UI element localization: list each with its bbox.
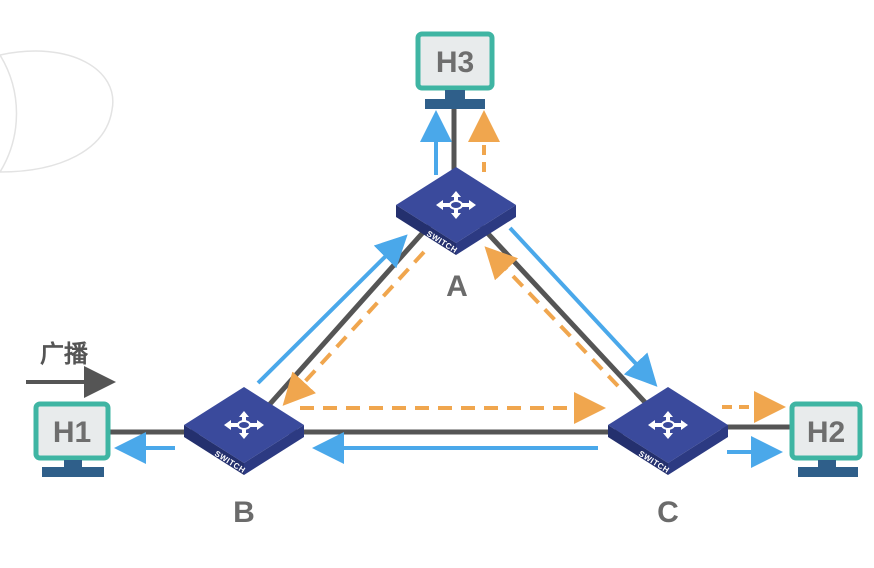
switch-c[interactable]: SWITCH — [608, 387, 728, 475]
host-h1[interactable]: H1 — [33, 401, 111, 477]
arrow-c-to-a-orange — [484, 246, 620, 388]
flood-arrows — [282, 110, 786, 424]
monitor-stand-icon — [445, 90, 465, 100]
decorative-circle — [0, 50, 114, 173]
host-h2[interactable]: H2 — [789, 401, 863, 477]
switch-icon — [184, 387, 304, 463]
switch-b[interactable]: SWITCH — [184, 387, 304, 475]
link-a-b — [243, 208, 445, 434]
host-h3[interactable]: H3 — [415, 31, 495, 109]
forward-arrows — [114, 110, 783, 468]
switch-icon — [396, 167, 516, 243]
arrow-a-to-c-blue — [508, 226, 658, 387]
switch-b-label: B — [233, 496, 255, 529]
host-h3-label: H3 — [436, 46, 474, 79]
switch-c-label: C — [657, 496, 679, 529]
switch-a-label: A — [446, 270, 468, 303]
broadcast-indicator: 广播 — [26, 340, 116, 398]
monitor-base-icon — [425, 99, 485, 109]
monitor-icon — [415, 31, 495, 91]
host-h1-label: H1 — [53, 416, 91, 449]
links — [100, 80, 800, 435]
broadcast-label: 广播 — [40, 340, 89, 368]
link-a-c — [464, 208, 670, 429]
monitor-base-icon — [42, 467, 104, 477]
arrow-a-to-b-orange — [282, 250, 426, 406]
monitor-stand-icon — [818, 460, 836, 468]
monitor-icon — [789, 401, 863, 461]
monitor-base-icon — [798, 467, 858, 477]
monitor-stand-icon — [64, 460, 82, 468]
host-h2-label: H2 — [807, 416, 845, 449]
switch-icon — [608, 387, 728, 463]
arrow-b-to-a-blue — [256, 234, 408, 385]
monitor-icon — [33, 401, 111, 461]
